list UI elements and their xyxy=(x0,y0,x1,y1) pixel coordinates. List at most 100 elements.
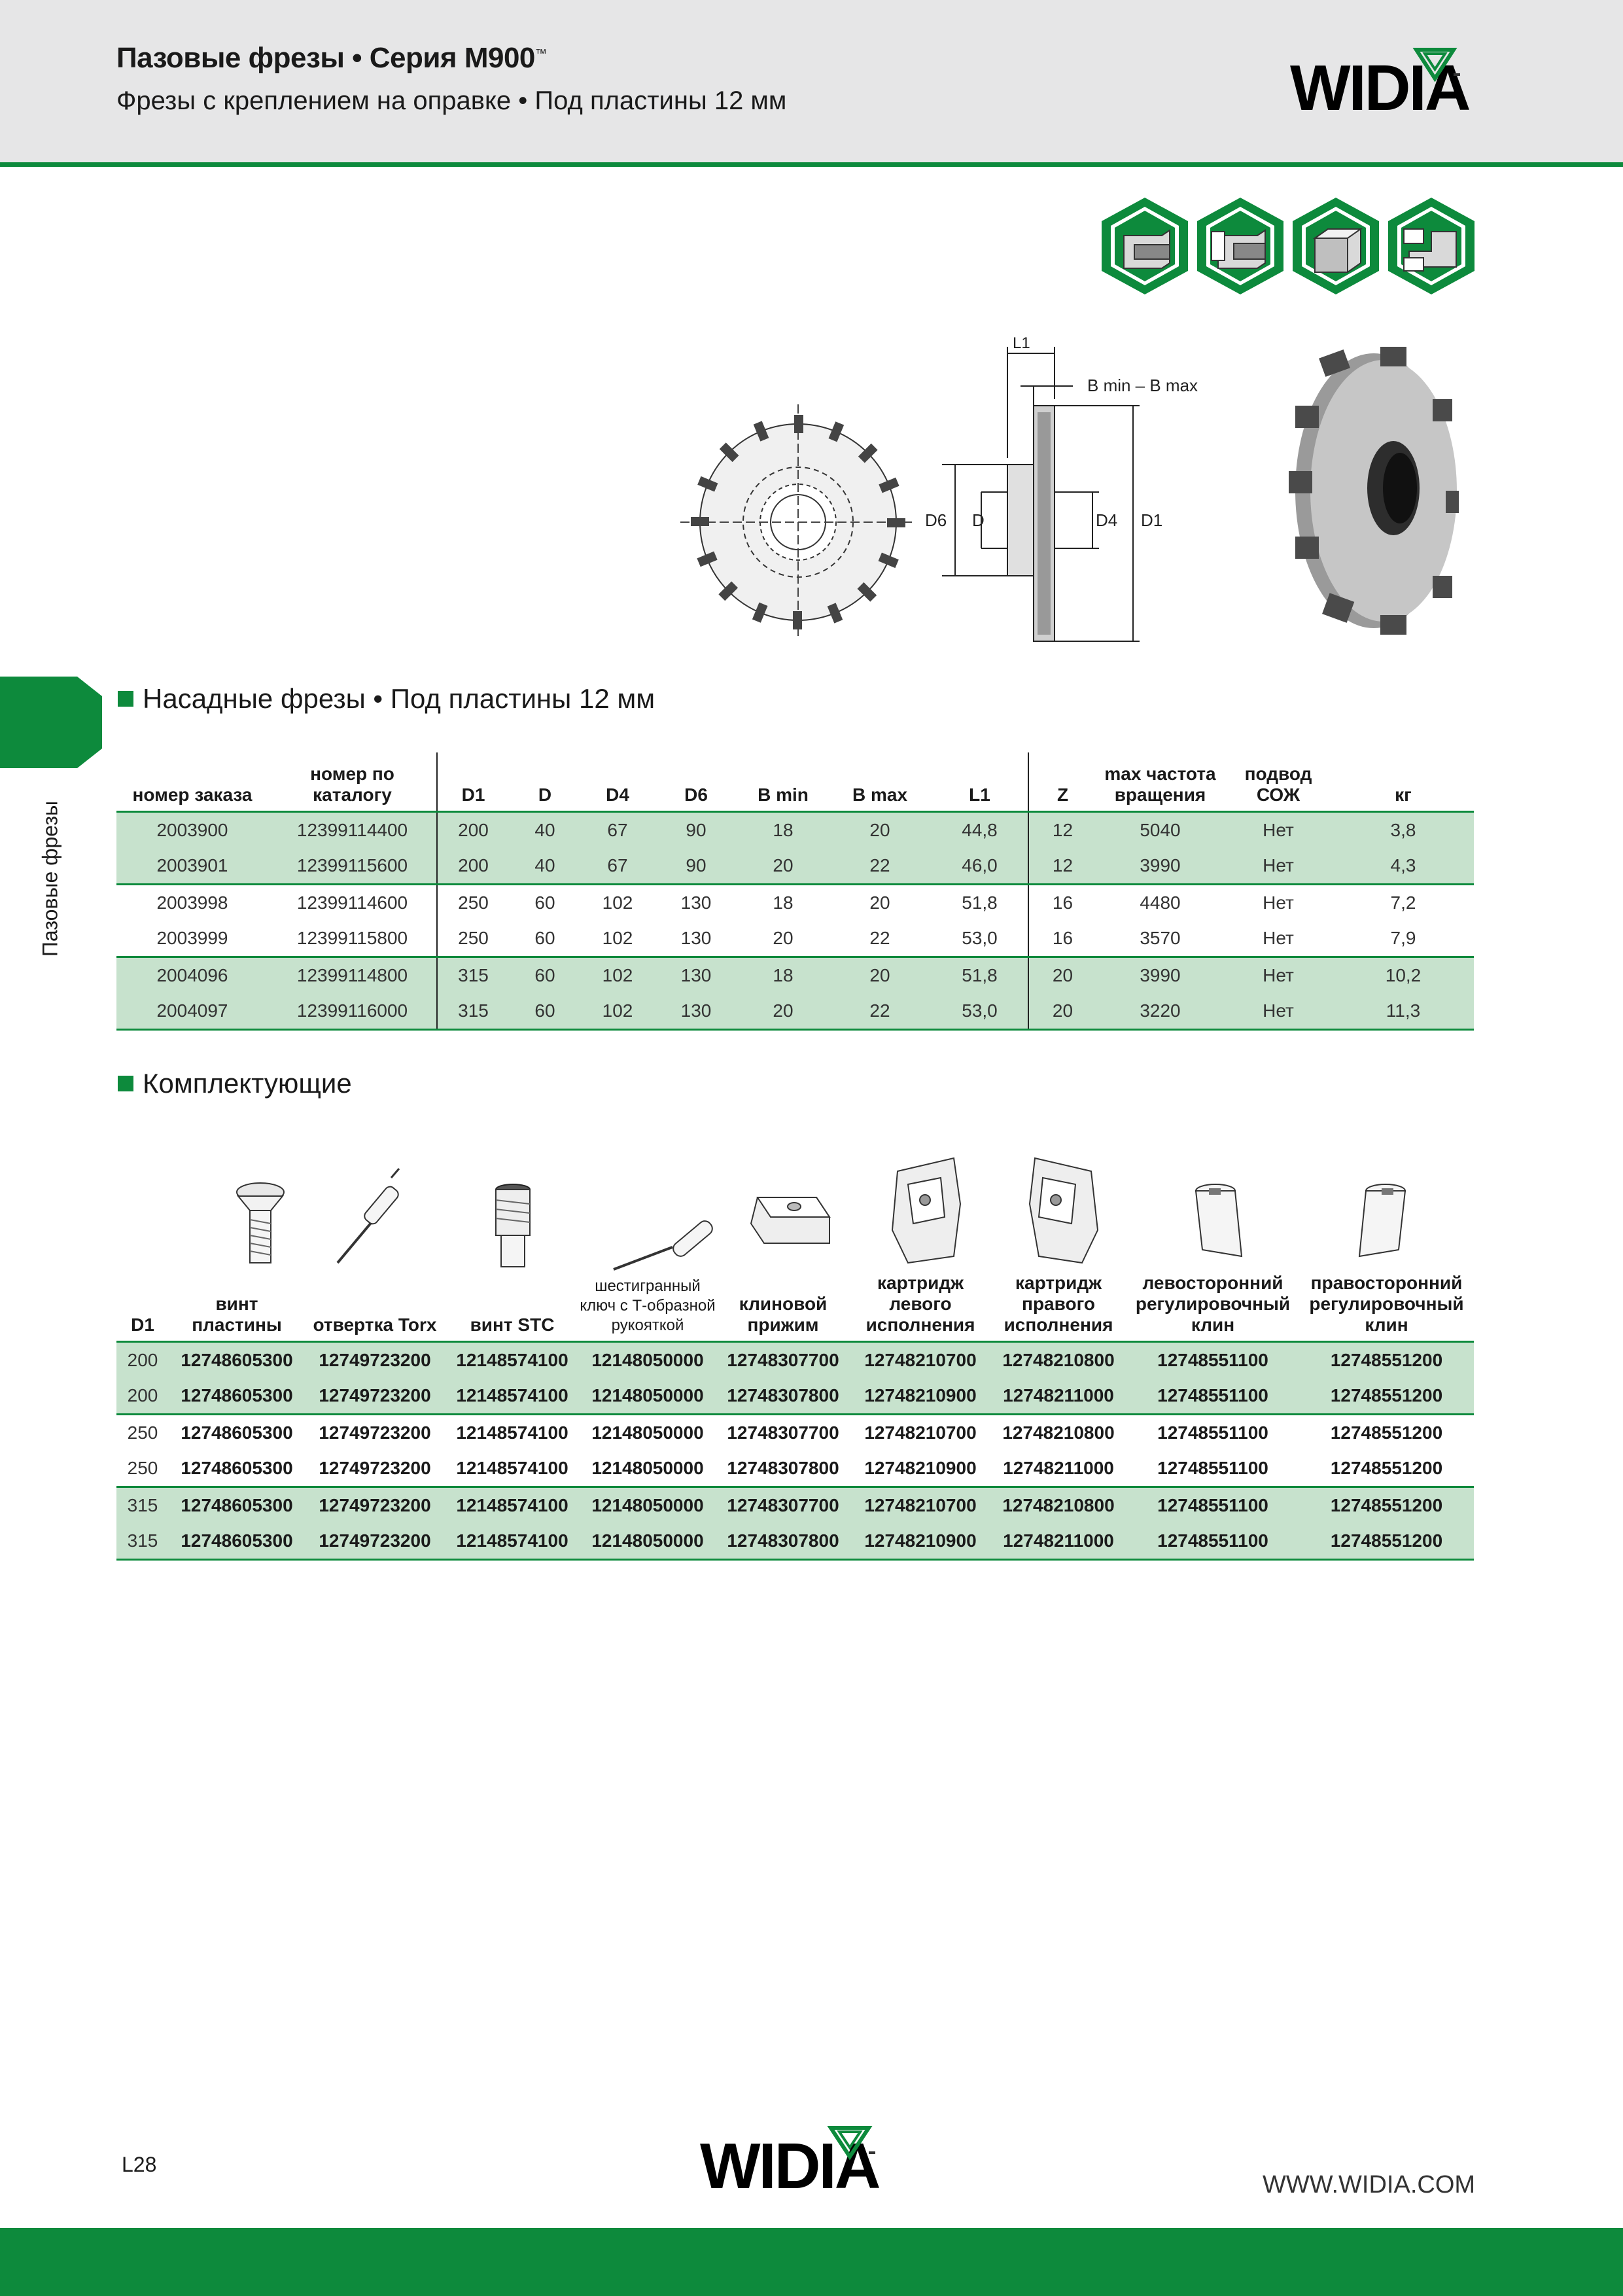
col-b-max: B max xyxy=(828,752,932,813)
t-handle-key-cell: 12148050000 xyxy=(580,1341,716,1378)
table-row: 315 12748605300 12749723200 12148574100 … xyxy=(116,1523,1474,1561)
table-row: 200 12748605300 12749723200 12148574100 … xyxy=(116,1341,1474,1378)
weight-cell: 7,9 xyxy=(1390,927,1416,948)
b-max-cell: 20 xyxy=(828,883,932,921)
col-coolant: подвод СОЖ xyxy=(1224,752,1333,813)
col-d1: D1 xyxy=(116,1269,169,1343)
t-handle-key-cell: 12148050000 xyxy=(580,1413,716,1451)
weight-cell: 3,8 xyxy=(1333,811,1474,848)
l1-cell: 44,8 xyxy=(932,811,1028,848)
z-cell: 20 xyxy=(1028,993,1096,1031)
stc-screw-cell: 12148574100 xyxy=(445,1413,580,1451)
d1-cell: 250 xyxy=(436,920,509,957)
right-cartridge-cell: 12748210800 xyxy=(990,1485,1126,1523)
right-cartridge-cell: 12748210800 xyxy=(990,1341,1126,1378)
b-max-cell: 20 xyxy=(828,955,932,993)
table-row: 250 12748605300 12749723200 12148574100 … xyxy=(116,1413,1474,1451)
d6-cell: 130 xyxy=(654,993,738,1031)
table-row: 2003900 12399114400 200 40 67 90 18 20 4… xyxy=(116,811,1474,848)
insert-screw-cell: 12748605300 xyxy=(169,1341,305,1378)
catalog-number-cell: 12399114400 xyxy=(268,811,437,848)
d4-cell: 102 xyxy=(602,927,633,948)
z-cell: 16 xyxy=(1028,883,1096,921)
d4-cell: 102 xyxy=(581,883,654,921)
d6-cell: 90 xyxy=(654,847,738,884)
dim-label-d: D xyxy=(972,510,985,530)
right-wedge-cell: 12748551200 xyxy=(1330,1457,1443,1478)
website-link[interactable]: WWW.WIDIA.COM xyxy=(1263,2171,1476,2199)
catalog-number-cell: 12399114600 xyxy=(268,883,437,921)
col-d4: D4 xyxy=(581,752,654,813)
d1-cell: 200 xyxy=(436,847,509,884)
col-right-adjusting-wedge: правосторонний регулировочный клин xyxy=(1299,1269,1474,1343)
col-wedge-clamp: клиновой прижим xyxy=(716,1269,850,1343)
insert-screw-icon xyxy=(236,1182,285,1263)
torx-screwdriver-cell: 12749723200 xyxy=(305,1485,445,1523)
table-row: 2004096 12399114800 315 60 102 130 18 20… xyxy=(116,955,1474,993)
left-wedge-cell: 12748551100 xyxy=(1157,1457,1268,1478)
order-number-cell: 2003999 xyxy=(156,927,228,948)
cutter-product-image xyxy=(1289,347,1459,635)
right-cartridge-cell: 12748210800 xyxy=(990,1413,1126,1451)
b-max-cell: 22 xyxy=(828,993,932,1031)
left-wedge-cell: 12748551100 xyxy=(1126,1341,1299,1378)
order-number-cell: 2003998 xyxy=(116,883,268,921)
weight-cell: 11,3 xyxy=(1333,993,1474,1031)
right-wedge-cell: 12748551200 xyxy=(1299,1523,1474,1561)
col-d1: D1 xyxy=(436,752,509,813)
footer-bar xyxy=(0,2228,1623,2296)
z-cell: 12 xyxy=(1028,847,1096,884)
footer-widia-logo: WIDIA xyxy=(700,2126,882,2195)
b-max-cell: 22 xyxy=(828,847,932,884)
t-handle-key-cell: 12148050000 xyxy=(580,1523,716,1561)
col-right-cartridge: картридж правого исполнения xyxy=(990,1269,1126,1343)
b-min-cell: 18 xyxy=(738,811,828,848)
b-max-cell: 20 xyxy=(828,811,932,848)
face-milling-icon xyxy=(1293,198,1379,294)
stc-screw-cell: 12148574100 xyxy=(445,1485,580,1523)
torx-screwdriver-icon xyxy=(336,1168,400,1264)
dim-label-l1: L1 xyxy=(1013,334,1030,352)
d1-cell: 200 xyxy=(116,1377,169,1414)
side-milling-icon xyxy=(1197,198,1283,294)
weight-cell: 4,3 xyxy=(1333,847,1474,884)
d1-cell: 315 xyxy=(116,1485,169,1523)
right-wedge-cell: 12748551200 xyxy=(1299,1485,1474,1523)
left-wedge-cell: 12748551100 xyxy=(1126,1523,1299,1561)
col-z: Z xyxy=(1028,752,1096,813)
left-wedge-cell: 12748551100 xyxy=(1126,1485,1299,1523)
table-row: 2004097 12399116000 315 60 102 130 20 22… xyxy=(116,993,1474,1031)
side-tab-label: Пазовые фрезы xyxy=(34,797,67,961)
torx-screwdriver-cell: 12749723200 xyxy=(305,1523,445,1561)
torx-screwdriver-cell: 12749723200 xyxy=(319,1457,431,1478)
coolant-cell: Нет xyxy=(1263,927,1294,948)
col-torx-screwdriver: отвертка Torx xyxy=(305,1269,445,1343)
trademark-mark: ™ xyxy=(534,46,547,60)
slotting-icon xyxy=(1102,198,1188,294)
cutter-front-view-drawing xyxy=(680,404,916,640)
b-min-cell: 20 xyxy=(738,993,828,1031)
d-cell: 60 xyxy=(509,955,581,993)
d-cell: 60 xyxy=(534,927,555,948)
coolant-cell: Нет xyxy=(1224,811,1333,848)
stc-screw-cell: 12148574100 xyxy=(445,1377,580,1414)
col-b-min: B min xyxy=(738,752,828,813)
torx-screwdriver-cell: 12749723200 xyxy=(305,1413,445,1451)
d1-cell: 200 xyxy=(436,811,509,848)
d4-cell: 67 xyxy=(581,847,654,884)
table-row: 250 12748605300 12749723200 12148574100 … xyxy=(116,1451,1474,1487)
accessory-images xyxy=(236,1157,1406,1271)
b-min-cell: 20 xyxy=(773,927,794,948)
col-catalog-number: номер по каталогу xyxy=(268,752,437,813)
heading-square-icon xyxy=(118,691,133,707)
widia-logo: WIDIA xyxy=(1290,48,1472,116)
weight-cell: 7,2 xyxy=(1333,883,1474,921)
d-cell: 60 xyxy=(509,883,581,921)
left-adjusting-wedge-icon xyxy=(1195,1184,1243,1258)
logo-wordmark: WIDIA xyxy=(1290,52,1470,116)
d1-cell: 315 xyxy=(436,993,509,1031)
t-handle-key-cell: 12148050000 xyxy=(591,1457,704,1478)
right-wedge-cell: 12748551200 xyxy=(1299,1413,1474,1451)
left-wedge-cell: 12748551100 xyxy=(1126,1377,1299,1414)
left-cartridge-cell: 12748210700 xyxy=(850,1341,990,1378)
